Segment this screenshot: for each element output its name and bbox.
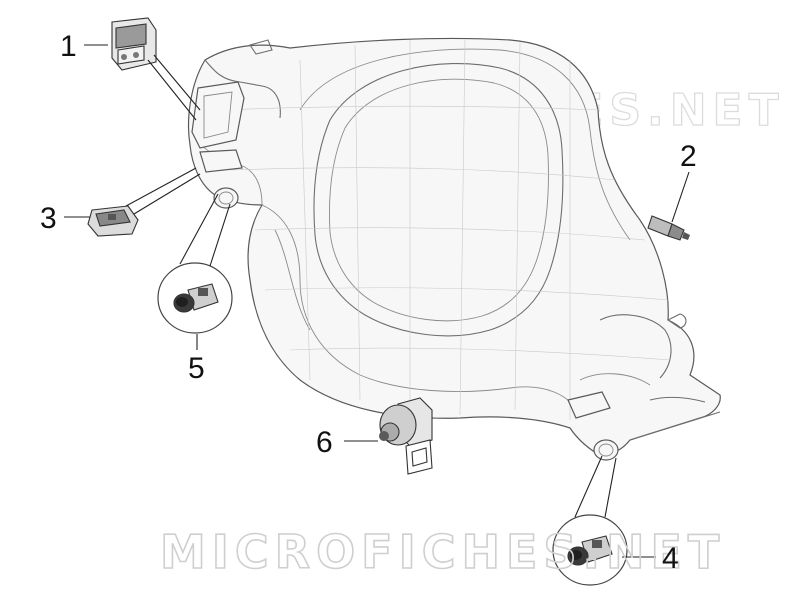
leader-3-b [133,173,201,215]
callout-6: 6 [316,426,333,459]
leader-2 [671,171,690,223]
callout-4: 4 [662,542,679,575]
leader-4-a [574,455,603,518]
part-2-plug [647,215,690,241]
leader-1-a [153,54,201,111]
part-3-switch [87,205,139,237]
left-switch-cavity [191,81,245,209]
right-switch-cavity [567,391,619,461]
watermark-bottom: MICROFICHES.NET [160,525,725,579]
leader-5-b [209,203,231,267]
callout-3: 3 [40,202,57,235]
leader-3-a [125,167,197,207]
callout-2: 2 [680,140,697,173]
part-6-switch [379,397,433,475]
part-5-bubble [157,262,233,334]
leader-5-a [179,193,219,265]
leader-1-b [147,59,197,121]
part-4-bubble [552,514,628,586]
callout-5: 5 [188,352,205,385]
part-1-switch [111,17,157,71]
callout-1: 1 [60,30,77,63]
leader-4-b [604,457,617,518]
